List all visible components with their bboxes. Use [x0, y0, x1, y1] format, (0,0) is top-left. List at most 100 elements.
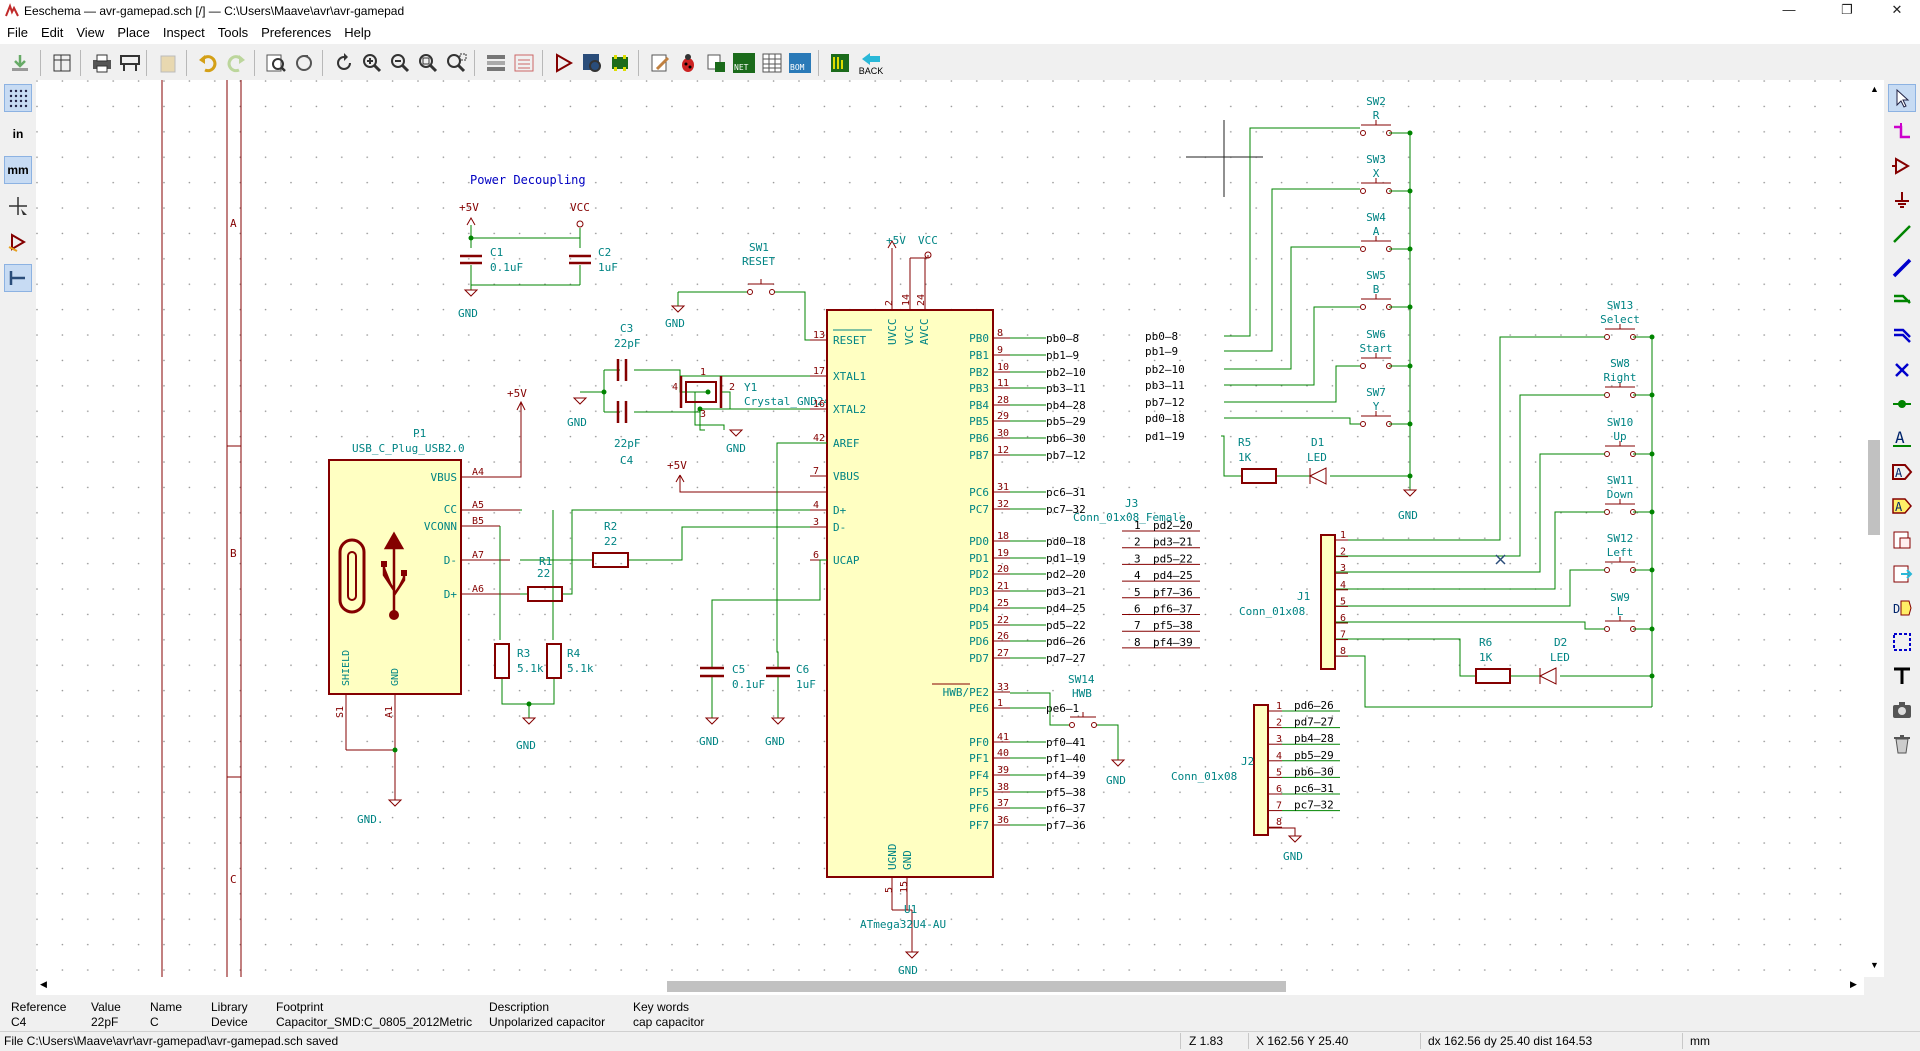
add-graphic-lines-icon[interactable] [1888, 628, 1916, 656]
wire-angle-icon[interactable] [4, 264, 32, 292]
crystal-oscillator-block[interactable]: C3 22pF 22pF C4 Y1 Crystal_GND24 GND GND… [567, 322, 830, 493]
import-sheet-pin-icon[interactable] [1888, 560, 1916, 588]
vertical-scroll-thumb[interactable] [1868, 440, 1880, 535]
find-icon[interactable] [262, 49, 290, 77]
plot-icon[interactable] [116, 49, 144, 77]
pin-shield-label: SHIELD [341, 650, 352, 686]
zoom-in-icon[interactable] [358, 49, 386, 77]
hierarchy-navigator-icon[interactable] [482, 49, 510, 77]
scroll-right-arrow-icon[interactable]: ▶ [1850, 979, 1857, 989]
col1-net-pd0-18: pd0–18 [1145, 412, 1185, 425]
annotate-icon[interactable] [646, 49, 674, 77]
undo-icon[interactable] [194, 49, 222, 77]
page-settings-icon[interactable] [48, 49, 76, 77]
inch-units-button[interactable]: in [12, 127, 24, 141]
resistor-network[interactable]: R1 22 R2 22 R3 5.1k R4 5.1k GND [494, 509, 824, 752]
add-label-icon[interactable]: A [1888, 424, 1916, 452]
menu-edit[interactable]: Edit [40, 25, 64, 40]
cursor-shape-icon[interactable] [4, 192, 32, 220]
vertical-scrollbar[interactable]: ▲ ▼ [1864, 80, 1884, 977]
refresh-icon[interactable] [330, 49, 358, 77]
atmega32u4-u1[interactable]: +5V VCC GND U1 ATmega32U4-AU RESET13XTAL… [810, 234, 1086, 977]
symbol-editor-icon[interactable] [550, 49, 578, 77]
footprint-editor-icon[interactable] [606, 49, 634, 77]
grid-toggle-icon[interactable] [4, 84, 32, 112]
add-bus-icon[interactable] [1888, 254, 1916, 282]
assign-footprints-icon[interactable] [702, 49, 730, 77]
u1-pin-d-label: D- [833, 521, 846, 534]
fields-table-icon[interactable] [758, 49, 786, 77]
close-button[interactable]: ✕ [1891, 2, 1903, 17]
add-junction-icon[interactable] [1888, 390, 1916, 418]
save-icon[interactable] [6, 49, 34, 77]
button-matrix-column2[interactable]: SW13SelectSW8RightSW10UpSW11DownSW12Left… [1239, 299, 1655, 708]
paste-icon[interactable] [154, 49, 182, 77]
reset-switch-sw1[interactable]: SW1 RESET GND [665, 241, 827, 341]
eeschema-app-icon [5, 3, 19, 17]
ucap-decoupling-block[interactable]: C5 0.1uF C6 1uF GND GND [699, 442, 827, 748]
delete-icon[interactable] [1888, 730, 1916, 758]
menu-inspect[interactable]: Inspect [162, 25, 205, 40]
switch-sw13-value: Select [1600, 313, 1640, 326]
schematic-canvas[interactable]: A B C Power Decoupling +5V VCC C1 0.1uF … [36, 80, 1864, 977]
hidden-pins-icon[interactable] [4, 228, 32, 256]
power-decoupling-block[interactable]: Power Decoupling +5V VCC C1 0.1uF C2 1uF… [458, 173, 618, 320]
switch-sw5-contact-left [1360, 304, 1366, 310]
zoom-selection-icon[interactable] [442, 49, 470, 77]
back-annotate-button[interactable]: BACK [854, 49, 888, 77]
switch-sw11-value: Down [1607, 488, 1634, 501]
erc-icon[interactable] [674, 49, 702, 77]
add-image-icon[interactable] [1888, 696, 1916, 724]
usb-c-connector-p1[interactable]: P1 USB_C_Plug_USB2.0 +5V GND. VBUS CC VC… [328, 387, 527, 826]
netlist-icon[interactable]: NET [730, 49, 758, 77]
pcbnew-icon[interactable] [826, 49, 854, 77]
leave-sheet-icon[interactable] [510, 49, 538, 77]
redo-icon[interactable] [222, 49, 250, 77]
menu-file[interactable]: File [7, 25, 28, 40]
select-arrow-icon[interactable] [1888, 84, 1916, 112]
minimize-button[interactable]: — [1782, 2, 1796, 17]
find-replace-icon[interactable] [290, 49, 318, 77]
add-hierarchical-label-icon[interactable]: A [1888, 492, 1916, 520]
scroll-up-arrow-icon[interactable]: ▲ [1870, 84, 1879, 94]
wire-to-bus-entry-icon[interactable] [1888, 288, 1916, 316]
add-power-icon[interactable] [1888, 186, 1916, 214]
c5-value: 0.1uF [732, 678, 765, 691]
no-connect-flag-icon[interactable] [1888, 356, 1916, 384]
menu-tools[interactable]: Tools [217, 25, 249, 40]
add-symbol-icon[interactable] [1888, 152, 1916, 180]
highlight-net-icon[interactable] [1888, 118, 1916, 146]
hwb-switch-sw14[interactable]: SW14 HWB GND [1010, 673, 1126, 787]
switch-sw4-ref: SW4 [1366, 211, 1386, 224]
add-wire-icon[interactable] [1888, 220, 1916, 248]
menu-preferences[interactable]: Preferences [261, 25, 332, 40]
j1-pin-8-num: 8 [1340, 646, 1346, 657]
menu-view[interactable]: View [76, 25, 105, 40]
u1-pin-vbus-num: 7 [813, 466, 819, 477]
maximize-button[interactable]: ❐ [1841, 2, 1853, 17]
u1-pin-avcc-num: 24 [916, 294, 927, 306]
horizontal-scrollbar[interactable]: ◀ ▶ [36, 977, 1864, 995]
switch-sw2-ref: SW2 [1366, 95, 1386, 108]
scroll-left-arrow-icon[interactable]: ◀ [40, 979, 47, 989]
horizontal-scroll-thumb[interactable] [667, 981, 1286, 992]
mm-units-button[interactable]: mm [4, 156, 32, 184]
add-sheet-pin-icon[interactable]: D [1888, 594, 1916, 622]
menu-place[interactable]: Place [117, 25, 150, 40]
add-text-icon[interactable] [1888, 662, 1916, 690]
scroll-down-arrow-icon[interactable]: ▼ [1870, 960, 1879, 970]
zoom-out-icon[interactable] [386, 49, 414, 77]
zoom-fit-icon[interactable] [414, 49, 442, 77]
u1-pin-pd5-num: 22 [997, 615, 1009, 626]
add-global-label-icon[interactable]: A [1888, 458, 1916, 486]
bus-to-bus-entry-icon[interactable] [1888, 322, 1916, 350]
bom-icon[interactable]: BOM [786, 49, 814, 77]
menu-help[interactable]: Help [344, 25, 371, 40]
print-icon[interactable] [88, 49, 116, 77]
symbol-browser-icon[interactable] [578, 49, 606, 77]
add-sheet-icon[interactable] [1888, 526, 1916, 554]
